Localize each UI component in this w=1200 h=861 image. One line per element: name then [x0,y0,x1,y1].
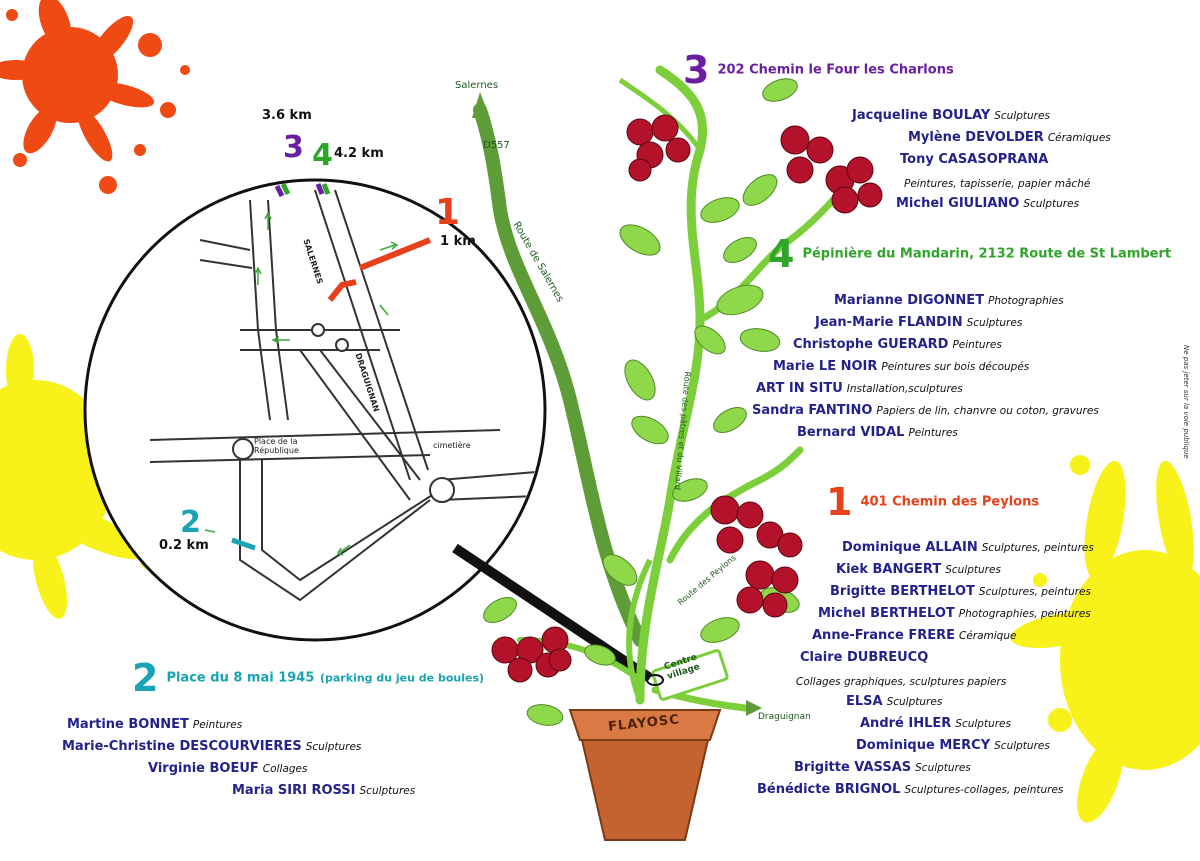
artist-medium-line: Collages graphiques, sculptures papiers [796,676,1007,688]
artist-medium-line: Peintures, tapisserie, papier mâché [904,178,1091,190]
place-republique-label: Place de la République [254,437,299,455]
inset-number-3: 3 [283,130,304,165]
location-4-heading: 4 Pépinière du Mandarin, 2132 Route de St… [768,232,1171,276]
cimetiere-label: cimetière [433,441,471,450]
inset-number-1: 1 [435,192,461,233]
salernes-label: Salernes [455,80,499,91]
location-1-address: 401 Chemin des Peylons [860,494,1040,510]
location-3-address: 202 Chemin le Four les Charlons [717,62,954,78]
distance-1: 1 km [440,234,476,249]
inset-number-4: 4 [312,138,333,173]
location-1-heading: 1 401 Chemin des Peylons [826,480,1039,524]
inset-number-2: 2 [180,505,201,540]
d557-label: D557 [483,140,510,151]
side-note: Ne pas jeter sur la voie publique [1182,345,1190,459]
yellow-splash-right [1010,455,1200,823]
draguignan-label: Draguignan [758,712,811,722]
red-splash [0,0,190,194]
location-1-number: 1 [826,480,853,524]
distance-2: 0.2 km [159,538,209,553]
artist-item: Tony CASASOPRANA [900,152,1049,167]
distance-4: 4.2 km [334,146,384,161]
location-2-number: 2 [132,656,159,700]
location-2-note: (parking du jeu de boules) [319,671,485,685]
artist-item: Claire DUBREUCQ [800,650,929,665]
location-4-number: 4 [768,232,795,276]
location-2-heading: 2 Place du 8 mai 1945 (parking du jeu de … [132,656,484,700]
location-3-heading: 3 202 Chemin le Four les Charlons [683,48,954,92]
location-4-address: Pépinière du Mandarin, 2132 Route de St … [802,246,1172,262]
location-3-number: 3 [683,48,710,92]
location-2-address: Place du 8 mai 1945 [166,670,315,686]
distance-3: 3.6 km [262,108,312,123]
inset-map [83,178,653,683]
plant [472,65,883,841]
